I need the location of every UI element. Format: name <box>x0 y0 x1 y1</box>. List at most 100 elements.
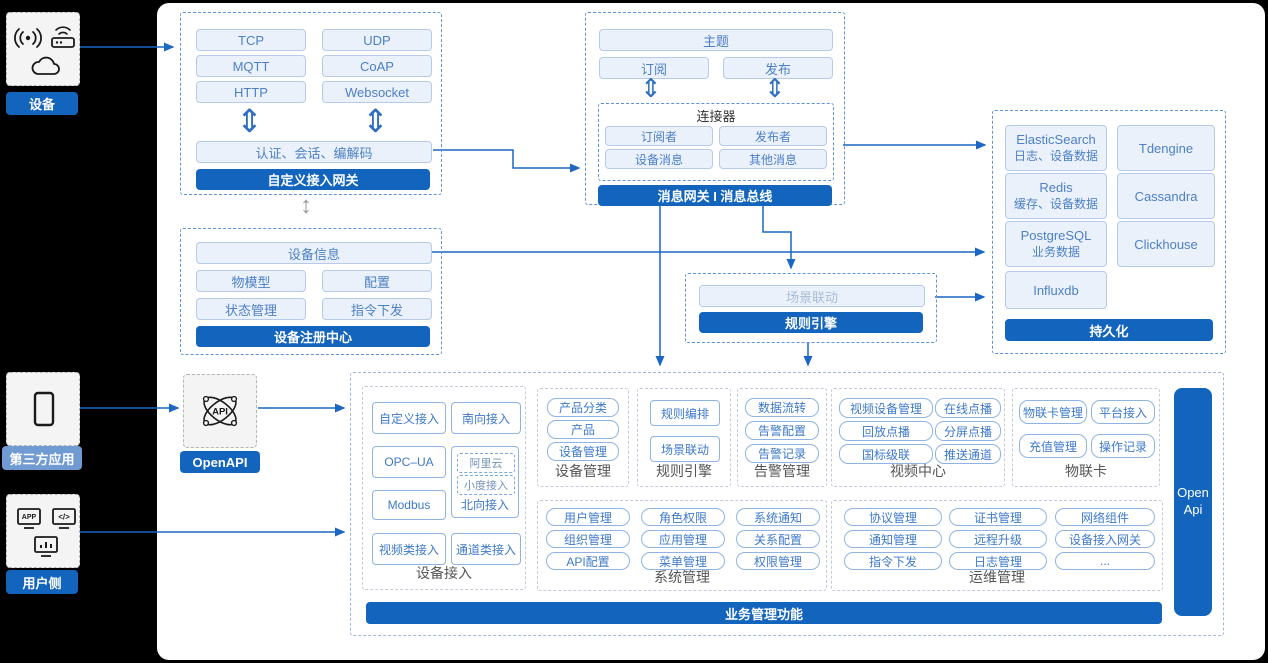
protocol-pill-coap: CoAP <box>322 55 432 77</box>
device-message-text: 设备消息 <box>634 152 683 167</box>
business-box <box>350 372 1224 636</box>
alarm-record-text: 告警记录 <box>757 447 806 461</box>
svg-text:API: API <box>212 407 228 418</box>
device-registry-box: 设备信息 物模型 配置 状态管理 指令下发 设备注册中心 <box>180 228 442 355</box>
notify-mgmt-text: 通知管理 <box>868 532 917 547</box>
channel-access-text: 通道类接入 <box>455 542 516 557</box>
menu-mgmt-text: 菜单管理 <box>658 554 707 569</box>
connector-inner-box: 连接器 订阅者 发布者 设备消息 其他消息 <box>598 103 834 181</box>
perm-mgmt-pill: 权限管理 <box>736 552 820 570</box>
openapi-icon-box: API <box>183 374 257 448</box>
op-record-text: 操作记录 <box>1098 439 1147 454</box>
org-mgmt-text: 组织管理 <box>563 532 612 547</box>
rule-engine-mid-box: 场景联动 规则引擎 <box>685 273 937 343</box>
subscriber-pill: 订阅者 <box>605 126 713 146</box>
user-side-box: APP </> <box>6 494 80 568</box>
subscribe-text: 订阅 <box>640 61 667 77</box>
alarm-label: 告警管理 <box>754 463 810 479</box>
antenna-icon <box>14 28 42 48</box>
platform-access-pill: 平台接入 <box>1091 400 1155 424</box>
video-device-mgmt-pill: 视频设备管理 <box>839 398 933 418</box>
scene-linkage2-pill: 场景联动 <box>650 436 720 462</box>
custom-gateway-box: TCP UDP MQTT CoAP HTTP Websocket ⇕ ⇕ 认证、… <box>180 12 442 195</box>
openapi-label: OpenAPI <box>180 451 260 473</box>
aliyun-pill: 阿里云 <box>457 453 515 473</box>
sys-notice-pill: 系统通知 <box>736 508 820 526</box>
thing-model-pill: 物模型 <box>196 270 306 292</box>
protocol-mgmt-pill: 协议管理 <box>844 508 942 526</box>
aliyun-text: 阿里云 <box>469 458 503 470</box>
api-config-text: API配置 <box>566 554 610 569</box>
cloud-icon <box>31 56 60 75</box>
clickhouse-name: Clickhouse <box>1134 236 1198 252</box>
scene-linkage-text: 场景联动 <box>785 289 838 305</box>
updown-arrow-icon: ⇕ <box>640 73 662 103</box>
scene-linkage-pill: 场景联动 <box>699 285 925 307</box>
split-screen-text: 分屏点播 <box>943 424 992 439</box>
other-message-text: 其他消息 <box>748 152 797 167</box>
command-pill: 指令下发 <box>322 298 432 320</box>
business-banner: 业务管理功能 <box>366 602 1162 624</box>
south-access-pill: 南向接入 <box>451 402 521 434</box>
recharge-pill: 充值管理 <box>1019 434 1087 458</box>
user-side-label: 用户侧 <box>6 570 78 594</box>
op-record-pill: 操作记录 <box>1091 434 1155 458</box>
alarm-config-text: 告警配置 <box>757 424 806 438</box>
influxdb-name: Influxdb <box>1033 282 1079 298</box>
custom-gateway-banner-text: 自定义接入网关 <box>267 173 359 188</box>
relation-config-pill: 关系配置 <box>736 530 820 548</box>
iot-card-label: 物联卡 <box>1065 463 1107 479</box>
third-party-box <box>6 372 80 446</box>
clickhouse-cell: Clickhouse <box>1117 221 1215 267</box>
protocol-pill-udp: UDP <box>322 29 432 51</box>
config-text: 配置 <box>363 274 390 290</box>
postgresql-sub: 业务数据 <box>1031 244 1080 259</box>
ops-more-text: ... <box>1099 554 1110 568</box>
api-config-pill: API配置 <box>546 552 630 570</box>
redis-name: Redis <box>1039 180 1073 196</box>
data-flow-pill: 数据流转 <box>745 398 819 417</box>
protocol-pill-websocket: Websocket <box>322 81 432 103</box>
recharge-text: 充值管理 <box>1028 439 1077 454</box>
push-channel-pill: 推送通道 <box>935 444 1001 464</box>
cert-mgmt-pill: 证书管理 <box>949 508 1047 526</box>
playback-pill: 回放点播 <box>839 421 933 441</box>
protocol-mgmt-text: 协议管理 <box>868 510 917 525</box>
chart-monitor-icon <box>34 536 58 557</box>
openapi-label-text: OpenAPI <box>192 454 248 470</box>
rule-engine-banner: 规则引擎 <box>699 312 923 333</box>
modbus-pill: Modbus <box>372 490 446 520</box>
south-access-text: 南向接入 <box>461 411 510 426</box>
elasticsearch-cell: ElasticSearch 日志、设备数据 <box>1005 125 1107 171</box>
rule-column-label: 规则引擎 <box>656 463 712 479</box>
device-info-pill: 设备信息 <box>196 242 432 264</box>
device-gateway-pill: 设备接入网关 <box>1055 530 1155 548</box>
thing-model-text: 物模型 <box>231 274 271 290</box>
updown-arrow-icon: ⇕ <box>362 103 389 139</box>
data-flow-text: 数据流转 <box>757 401 806 415</box>
cassandra-cell: Cassandra <box>1117 173 1215 219</box>
user-mgmt-pill: 用户管理 <box>546 508 630 526</box>
topic-text: 主题 <box>702 33 729 49</box>
command-text: 指令下发 <box>350 302 403 318</box>
alarm-config-pill: 告警配置 <box>745 421 819 440</box>
app-mgmt-text: 应用管理 <box>658 532 707 547</box>
gb-cascade-text: 国标级联 <box>861 447 910 462</box>
video-access-pill: 视频类接入 <box>372 533 446 565</box>
svg-text:APP: APP <box>22 514 37 521</box>
svg-text:</>: </> <box>58 513 70 522</box>
perm-mgmt-text: 权限管理 <box>753 554 802 569</box>
menu-mgmt-pill: 菜单管理 <box>641 552 725 570</box>
device-access-label: 设备接入 <box>416 565 472 581</box>
publish-pill: 发布 <box>723 57 833 79</box>
config-pill: 配置 <box>322 270 432 292</box>
device-access-box: 自定义接入 南向接入 OPC–UA 北向接入 阿里云 小度接入 Modbus 视… <box>362 386 526 590</box>
influxdb-cell: Influxdb <box>1005 271 1107 309</box>
alarm-box: 数据流转 告警配置 告警记录 告警管理 <box>737 388 827 487</box>
redis-sub: 缓存、设备数据 <box>1013 196 1098 211</box>
cert-mgmt-text: 证书管理 <box>973 510 1022 525</box>
card-mgmt-text: 物联卡管理 <box>1022 405 1083 420</box>
app-monitor-icon: APP <box>17 508 41 529</box>
xiaodu-text: 小度接入 <box>464 480 508 492</box>
platform-access-text: 平台接入 <box>1098 405 1147 420</box>
